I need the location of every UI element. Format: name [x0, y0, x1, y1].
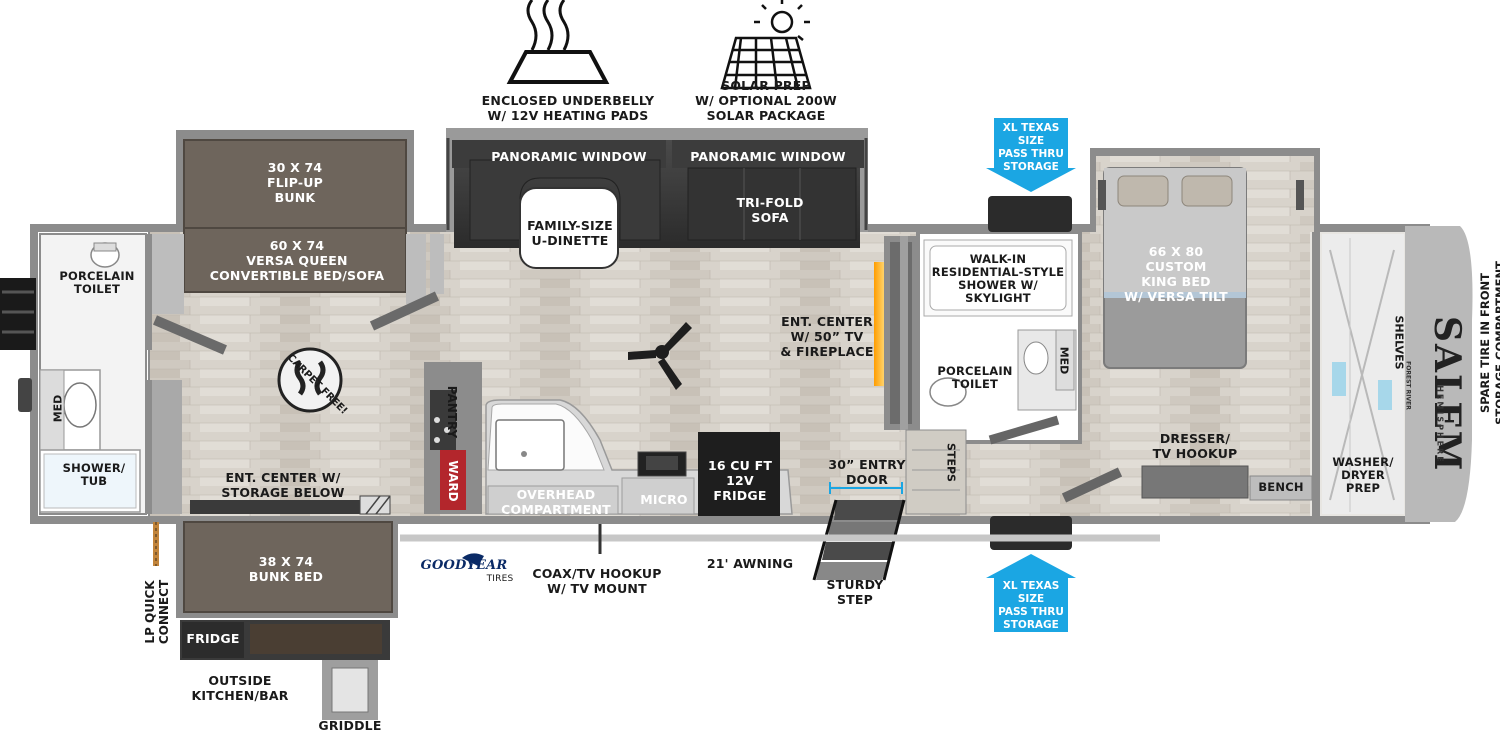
dinette-sofa-slide: [446, 138, 868, 269]
washer-dryer-label: WASHER/ DRYER PREP: [1332, 455, 1394, 495]
ent-center-fireplace: [874, 236, 918, 430]
brand-tag: FOREST RIVER: [1404, 361, 1412, 410]
outside-kitchen-label: OUTSIDE KITCHEN/BAR: [191, 673, 289, 703]
micro-label: MICRO: [640, 492, 688, 507]
bedroom: [1061, 167, 1320, 516]
underbelly-label: ENCLOSED UNDERBELLY W/ 12V HEATING PADS: [481, 93, 655, 123]
fridge-outside-label: FRIDGE: [186, 631, 240, 646]
closet: [1322, 234, 1404, 514]
goodyear-logo: [462, 553, 484, 566]
coax-label: COAX/TV HOOKUP W/ TV MOUNT: [532, 566, 662, 596]
walk-in-shower-label: WALK-IN RESIDENTIAL-STYLE SHOWER W/ SKYL…: [931, 252, 1065, 305]
ent-center-tv-label: ENT. CENTER W/ 50” TV & FIREPLACE: [780, 314, 874, 359]
ent-center-storage: [190, 495, 391, 515]
storage-top-label: XL TEXAS SIZE PASS THRU STORAGE: [998, 122, 1064, 173]
fridge-12v-label: 16 CU FT 12V FRIDGE: [707, 458, 773, 503]
solar-label: SOLAR PREP W/ OPTIONAL 200W SOLAR PACKAG…: [695, 78, 837, 123]
porcelain-toilet-front-label: PORCELAIN TOILET: [937, 364, 1013, 391]
panoramic-window-2: PANORAMIC WINDOW: [690, 149, 846, 164]
storage-arrow-top: [986, 118, 1076, 192]
bunk-room: [152, 139, 444, 514]
brand-name: SALEM: [1426, 316, 1468, 473]
rear-ladder: [0, 278, 36, 412]
u-dinette-label: FAMILY-SIZE U-DINETTE: [527, 218, 613, 248]
king-bed-label: 66 X 80 CUSTOM KING BED W/ VERSA TILT: [1124, 244, 1228, 304]
tri-fold-sofa-label: TRI-FOLD SOFA: [736, 195, 804, 225]
spare-tire-label: SPARE TIRE IN FRONT STORAGE COMPARTMENT: [1478, 261, 1500, 425]
panoramic-window-1: PANORAMIC WINDOW: [491, 149, 647, 164]
porcelain-toilet-rear-label: PORCELAIN TOILET: [59, 269, 135, 296]
heat-pad-icon: [506, 0, 610, 84]
flip-up-bunk-label: 30 X 74 FLIP-UP BUNK: [267, 160, 323, 205]
sturdy-step-label: STURDY STEP: [826, 577, 884, 607]
griddle-label: GRIDDLE: [318, 718, 382, 733]
shower-tub-label: SHOWER/ TUB: [62, 461, 126, 488]
ward-label: WARD: [446, 460, 460, 502]
steps-label: STEPS: [944, 443, 958, 482]
front-bath: [905, 230, 1082, 515]
med-rear-label: MED: [51, 394, 65, 423]
lp-quick-connect-label: LP QUICK CONNECT: [143, 579, 171, 645]
bunk-bed-label: 38 X 74 BUNK BED: [248, 554, 324, 584]
carpet-free-badge: [277, 347, 343, 413]
bottom-bunk: [180, 521, 393, 720]
kitchen: [424, 362, 793, 516]
ent-center-storage-label: ENT. CENTER W/ STORAGE BELOW: [221, 470, 345, 500]
versa-queen-label: 60 X 74 VERSA QUEEN CONVERTIBLE BED/SOFA: [209, 238, 385, 283]
storage-bottom-label: XL TEXAS SIZE PASS THRU STORAGE: [998, 580, 1064, 631]
med-front-label: MED: [1057, 346, 1071, 375]
dresser-label: DRESSER/ TV HOOKUP: [1152, 431, 1238, 461]
goodyear-tires-text: TIRES: [486, 574, 514, 584]
goodyear-logo-text: GOODYEAR: [420, 558, 508, 573]
bench-label: BENCH: [1258, 480, 1304, 494]
brand-sub: HEMISPHERE: [1435, 385, 1445, 464]
solar-panel-icon: [720, 0, 812, 90]
ceiling-fan-icon: [628, 322, 692, 390]
lp-connector: [153, 522, 159, 566]
overhead-compartment-label: OVERHEAD COMPARTMENT: [501, 487, 611, 517]
entry-door-label: 30” ENTRY DOOR: [828, 457, 906, 487]
pantry-label: PANTRY: [445, 385, 459, 439]
rear-bath: [39, 233, 152, 515]
storage-arrow-bottom: [986, 554, 1076, 632]
awning-label: 21' AWNING: [706, 556, 794, 571]
